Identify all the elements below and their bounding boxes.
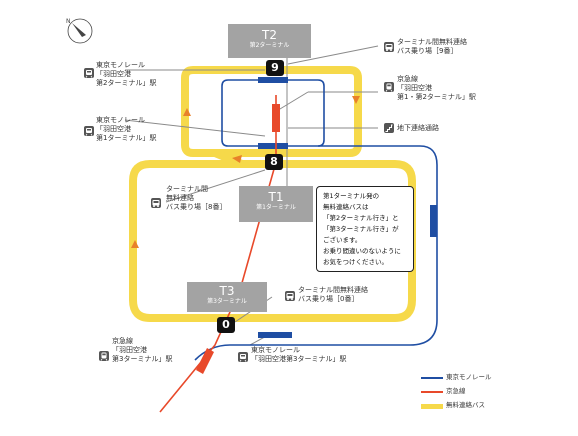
label-line: 第1ターミナル」駅 (96, 134, 157, 142)
compass-label: N (66, 18, 71, 25)
label-monorail-t2: 東京モノレール 「羽田空港 第2ターミナル」駅 (96, 61, 156, 88)
terminal-name: 第2ターミナル (249, 42, 290, 49)
label-line: 「羽田空港 (96, 70, 131, 78)
north-arrow-icon: N (66, 18, 93, 44)
terminal-t3: T3 第3ターミナル (187, 282, 267, 312)
bus-stop-8: 8 (265, 154, 283, 170)
label-line: ターミナル間無料連絡 (298, 286, 368, 294)
legend-label: 京急線 (446, 387, 466, 395)
keikyu-platform-t12 (272, 104, 280, 132)
label-line: 第3ターミナル」駅 (112, 355, 173, 363)
label-keikyu-t3: 京急線 「羽田空港 第3ターミナル」駅 (112, 337, 172, 364)
bus-route-connector (213, 149, 244, 168)
label-line: 「羽田空港 (96, 125, 131, 133)
legend-label: 無料連絡バス (446, 401, 485, 409)
label-line: 無料連絡 (166, 194, 194, 202)
legend-swatch (421, 391, 443, 393)
terminal-code: T2 (262, 28, 277, 42)
label-line: 「羽田空港 (112, 346, 147, 354)
notice-box: 第1ターミナル発の 無料連絡バスは 「第2ターミナル行き」と 「第3ターミナル行… (316, 186, 414, 272)
monorail-line (194, 79, 438, 361)
label-line: 第1・第2ターミナル」駅 (397, 93, 476, 101)
monorail-train-marker (430, 205, 437, 237)
bus-stop-0: 0 (217, 317, 235, 333)
monorail-platform-t1 (258, 143, 288, 149)
terminal-code: T3 (219, 284, 235, 298)
notice-line: ございます。 (323, 236, 362, 244)
label-line: 京急線 (112, 337, 133, 345)
terminal-name: 第1ターミナル (256, 204, 296, 211)
bus-route-lower-loop (129, 160, 416, 322)
bus-route-upper-loop (181, 66, 362, 157)
monorail-platform-t2 (258, 77, 288, 83)
monorail-line-upper (288, 79, 325, 147)
label-line: 京急線 (397, 75, 418, 83)
legend-label: 東京モノレール (446, 373, 492, 381)
terminal-t1: T1 第1ターミナル (239, 186, 313, 222)
notice-line: お気をつけください。 (323, 258, 388, 266)
label-line: 「羽田空港 (397, 84, 432, 92)
train-station-icon (99, 351, 109, 361)
label-bus-stop-0: ターミナル間無料連絡 バス乗り場［0番］ (298, 286, 368, 304)
terminal-t2: T2 第2ターミナル (228, 24, 311, 58)
keikyu-platform-t3 (196, 348, 214, 374)
legend-swatch (421, 404, 443, 409)
bus-icon (384, 42, 394, 52)
bus-stop-9: 9 (266, 60, 284, 76)
label-monorail-t1: 東京モノレール 「羽田空港 第1ターミナル」駅 (96, 116, 156, 143)
legend-swatch (421, 377, 443, 379)
label-line: 東京モノレール (96, 61, 145, 69)
notice-line: 無料連絡バスは (323, 203, 369, 211)
label-bus-stop-8: ターミナル間 無料連絡 バス乗り場［8番］ (166, 185, 226, 212)
keikyu-line (159, 95, 277, 413)
stairs-icon (384, 123, 394, 133)
train-station-icon (384, 82, 394, 92)
label-line: 「羽田空港第3ターミナル」駅 (251, 355, 347, 363)
terminal-name: 第3ターミナル (207, 298, 247, 305)
monorail-platform-t3 (258, 332, 292, 338)
label-underground-walkway: 地下連絡通路 (397, 124, 439, 133)
label-line: 東京モノレール (251, 346, 300, 354)
label-keikyu-t12: 京急線 「羽田空港 第1・第2ターミナル」駅 (397, 75, 476, 102)
notice-line: 「第3ターミナル行き」が (323, 225, 399, 233)
notice-line: 「第2ターミナル行き」と (323, 214, 399, 222)
bus-icon (151, 198, 161, 208)
label-line: バス乗り場［8番］ (166, 203, 227, 211)
label-line: バス乗り場［0番］ (298, 295, 359, 303)
label-line: 東京モノレール (96, 116, 145, 124)
terminal-code: T1 (268, 190, 284, 204)
bus-icon (285, 291, 295, 301)
label-line: バス乗り場［9番］ (397, 47, 458, 55)
monorail-station-icon (84, 68, 94, 78)
label-bus-stop-9: ターミナル間無料連絡 バス乗り場［9番］ (397, 38, 467, 56)
monorail-station-icon (84, 126, 94, 136)
label-line: 第2ターミナル」駅 (96, 79, 157, 87)
monorail-station-icon (238, 352, 248, 362)
notice-line: お乗り間違いのないように (323, 247, 401, 255)
label-monorail-t3: 東京モノレール 「羽田空港第3ターミナル」駅 (251, 346, 346, 364)
label-line: ターミナル間無料連絡 (397, 38, 467, 46)
notice-line: 第1ターミナル発の (323, 192, 380, 200)
label-line: ターミナル間 (166, 185, 208, 193)
label-line: 地下連絡通路 (397, 124, 439, 132)
